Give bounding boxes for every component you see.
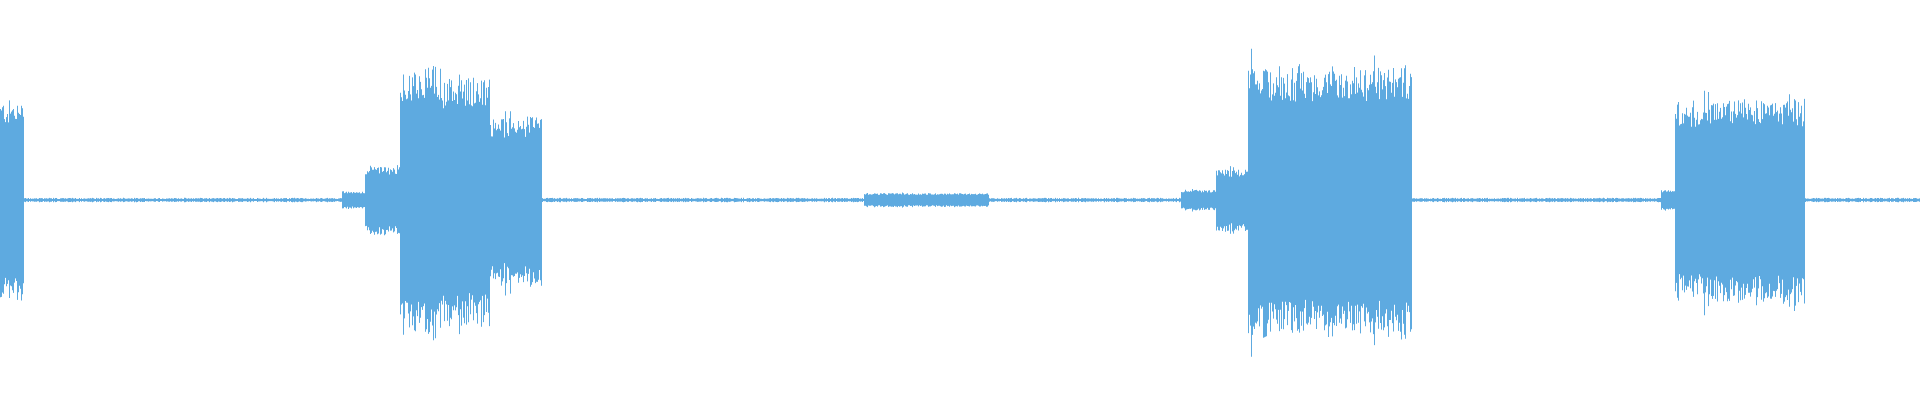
waveform-blip — [879, 197, 888, 203]
waveform-blip — [898, 197, 907, 203]
waveform-blip — [863, 197, 872, 203]
waveform-blip — [979, 197, 987, 203]
waveform-path — [0, 48, 1920, 357]
waveform-blip — [956, 197, 964, 203]
waveform-blip — [917, 197, 926, 203]
waveform-blip — [936, 197, 945, 203]
